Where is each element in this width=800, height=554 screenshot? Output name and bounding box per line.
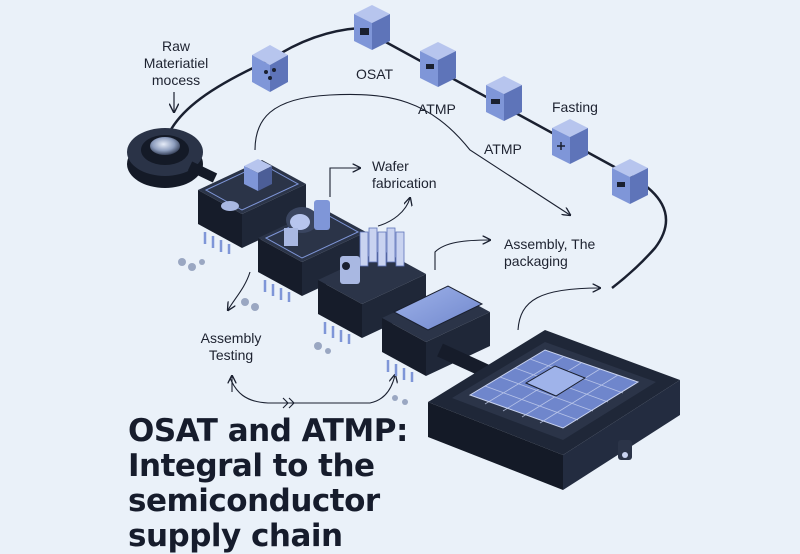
arrow-wafer-curve — [377, 198, 410, 227]
label-raw-material-line-2: Materiatiel — [143, 55, 209, 71]
label-raw-material-line-1: Raw — [161, 38, 190, 54]
label-assembly-testing-line-2: Testing — [208, 347, 254, 363]
label-assembly-packaging-line-1: Assembly, The — [504, 236, 596, 252]
chip-platform — [428, 330, 680, 490]
arrow-to-testing — [228, 271, 251, 310]
arrow-to-assembly-packaging — [434, 240, 490, 270]
title-line-1: OSAT and ATMP: — [128, 413, 408, 449]
module-4 — [382, 285, 491, 382]
raw-material-disc — [127, 128, 218, 188]
label-wafer-line-1: Wafer — [372, 158, 409, 174]
page-title: OSAT and ATMP: Integral to the semicondu… — [128, 414, 408, 554]
label-fasting: Fasting — [552, 99, 598, 115]
title-line-4: supply chain — [128, 518, 343, 554]
label-raw-material: Raw Materiatiel mocess — [138, 38, 214, 89]
arrow-loop-top — [254, 93, 570, 215]
label-atmp-1: ATMP — [418, 101, 456, 117]
label-assembly-testing-line-1: Assembly — [200, 330, 262, 346]
label-osat: OSAT — [356, 66, 394, 82]
cube-end — [612, 159, 648, 204]
label-assembly-packaging-line-2: packaging — [504, 253, 568, 269]
arrow-bottom-loop — [229, 375, 395, 404]
title-line-2: Integral to the — [128, 448, 375, 484]
cube-atmp-1 — [420, 42, 456, 87]
cube-osat — [354, 5, 390, 50]
arrow-to-right — [517, 288, 600, 331]
label-atmp-2: ATMP — [484, 141, 522, 157]
chevron-marks — [282, 397, 295, 409]
label-assembly-packaging: Assembly, The packaging — [504, 236, 595, 270]
label-wafer-fabrication: Wafer fabrication — [372, 158, 437, 192]
module-1 — [198, 159, 306, 254]
module-3 — [318, 227, 426, 344]
title-line-3: semiconductor — [128, 483, 380, 519]
label-wafer-line-2: fabrication — [372, 175, 437, 191]
cube-raw — [252, 45, 288, 92]
cube-atmp-2 — [486, 76, 522, 121]
label-assembly-testing: Assembly Testing — [196, 330, 266, 364]
arrow-to-wafer — [329, 168, 360, 197]
decorative-dots — [178, 258, 408, 405]
label-raw-material-line-3: mocess — [151, 72, 201, 88]
cube-fasting — [552, 119, 588, 164]
